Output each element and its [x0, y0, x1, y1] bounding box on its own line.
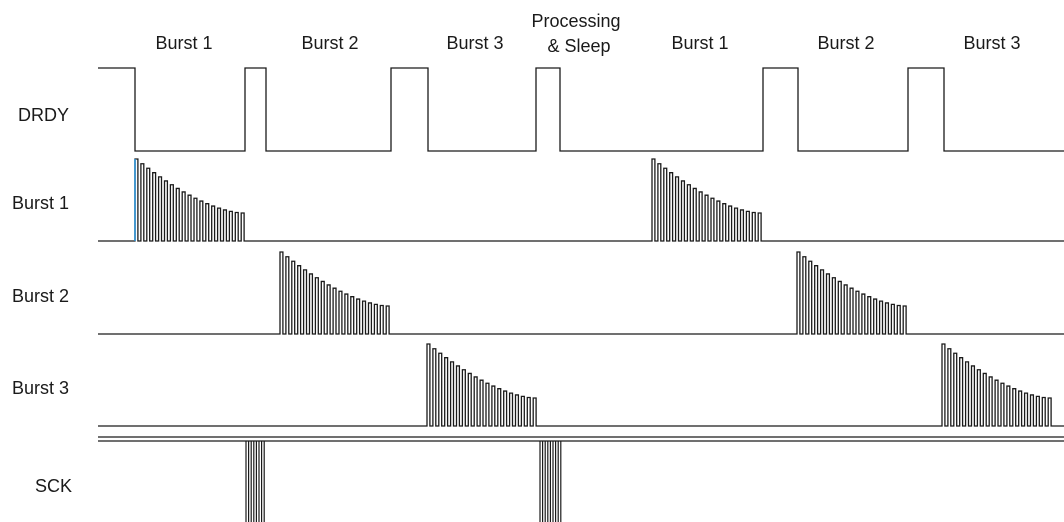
row-label-burst-2: Burst 2 — [12, 286, 69, 306]
phase-label-burst-3-second: Burst 3 — [963, 33, 1020, 53]
burst-2-waveform — [98, 251, 1064, 335]
row-label-burst-1: Burst 1 — [12, 193, 69, 213]
row-label-burst-3: Burst 3 — [12, 378, 69, 398]
burst-1-waveform — [98, 158, 1064, 242]
row-label-column: DRDY Burst 1 Burst 2 Burst 3 SCK — [12, 105, 72, 496]
burst-3-waveform — [98, 343, 1064, 427]
drdy-waveform — [98, 67, 1064, 152]
row-label-sck: SCK — [35, 476, 72, 496]
phase-label-burst-2-second: Burst 2 — [817, 33, 874, 53]
phase-label-burst-1: Burst 1 — [155, 33, 212, 53]
phase-label-burst-1-second: Burst 1 — [671, 33, 728, 53]
phase-label-processing: Processing — [531, 11, 620, 31]
sck-clock-pulses — [245, 441, 562, 522]
phase-label-sleep: & Sleep — [547, 36, 610, 56]
phase-label-burst-2: Burst 2 — [301, 33, 358, 53]
phase-header-row: Burst 1 Burst 2 Burst 3 Processing & Sle… — [155, 11, 1020, 56]
phase-label-burst-3: Burst 3 — [446, 33, 503, 53]
row-label-drdy: DRDY — [18, 105, 69, 125]
